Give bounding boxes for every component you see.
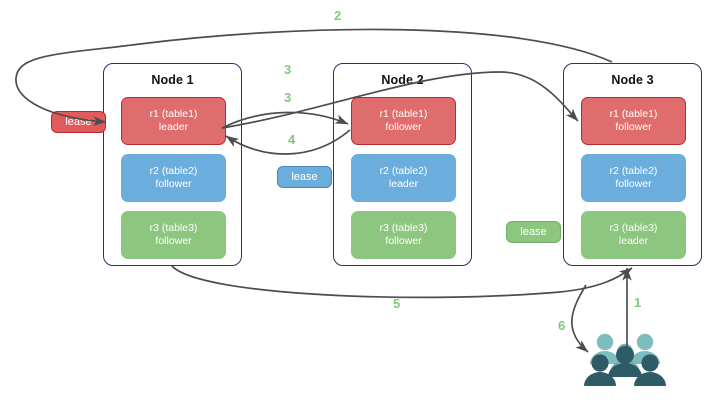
node-title: Node 1: [151, 73, 194, 87]
node-box-node2[interactable]: Node 2 r1 (table1) follower r2 (table2) …: [333, 63, 472, 266]
step-label-1: 1: [634, 295, 642, 310]
replica-name: r2 (table2): [149, 165, 198, 177]
replica-name: r1 (table1): [609, 108, 658, 120]
replica-node1-r3[interactable]: r3 (table3) follower: [121, 211, 226, 259]
replica-node2-r3[interactable]: r3 (table3) follower: [351, 211, 456, 259]
replica-node3-r3[interactable]: r3 (table3) leader: [581, 211, 686, 259]
replica-role: follower: [155, 235, 192, 247]
step-label-4: 4: [288, 132, 296, 147]
replica-role: leader: [158, 121, 189, 133]
edge-step-3-long: [221, 71, 579, 129]
step-label-6: 6: [558, 318, 566, 333]
node-box-node3[interactable]: Node 3 r1 (table1) follower r2 (table2) …: [563, 63, 702, 266]
step-label-3-upper: 3: [284, 62, 292, 77]
replica-role: leader: [388, 178, 419, 190]
node-box-node1[interactable]: Node 1 r1 (table1) leader r2 (table2) fo…: [103, 63, 242, 266]
edge-step-2: [15, 28, 613, 126]
replica-role: follower: [155, 178, 192, 190]
replica-node2-r1[interactable]: r1 (table1) follower: [351, 97, 456, 145]
node-title: Node 3: [611, 73, 654, 87]
replica-name: r3 (table3): [609, 222, 658, 234]
replica-node1-r2[interactable]: r2 (table2) follower: [121, 154, 226, 202]
step-label-3-lower: 3: [284, 90, 292, 105]
replica-node3-r1[interactable]: r1 (table1) follower: [581, 97, 686, 145]
edge-step-4: [225, 129, 351, 155]
replica-node2-r2[interactable]: r2 (table2) leader: [351, 154, 456, 202]
replica-role: follower: [615, 178, 652, 190]
replica-role: follower: [385, 121, 422, 133]
replica-node1-r1[interactable]: r1 (table1) leader: [121, 97, 226, 145]
replica-name: r2 (table2): [609, 165, 658, 177]
edge-step-3-short: [221, 111, 349, 129]
replica-role: leader: [618, 235, 649, 247]
edge-step-6: [571, 284, 589, 353]
replica-name: r2 (table2): [379, 165, 428, 177]
replica-name: r3 (table3): [149, 222, 198, 234]
replica-name: r1 (table1): [149, 108, 198, 120]
replica-node3-r2[interactable]: r2 (table2) follower: [581, 154, 686, 202]
lease-badge-green[interactable]: lease: [506, 221, 561, 243]
replica-role: follower: [615, 121, 652, 133]
replica-name: r3 (table3): [379, 222, 428, 234]
replica-role: follower: [385, 235, 422, 247]
edge-step-5: [171, 265, 633, 299]
step-label-2: 2: [334, 8, 342, 23]
lease-badge-blue[interactable]: lease: [277, 166, 332, 188]
replica-name: r1 (table1): [379, 108, 428, 120]
step-label-5: 5: [393, 296, 401, 311]
